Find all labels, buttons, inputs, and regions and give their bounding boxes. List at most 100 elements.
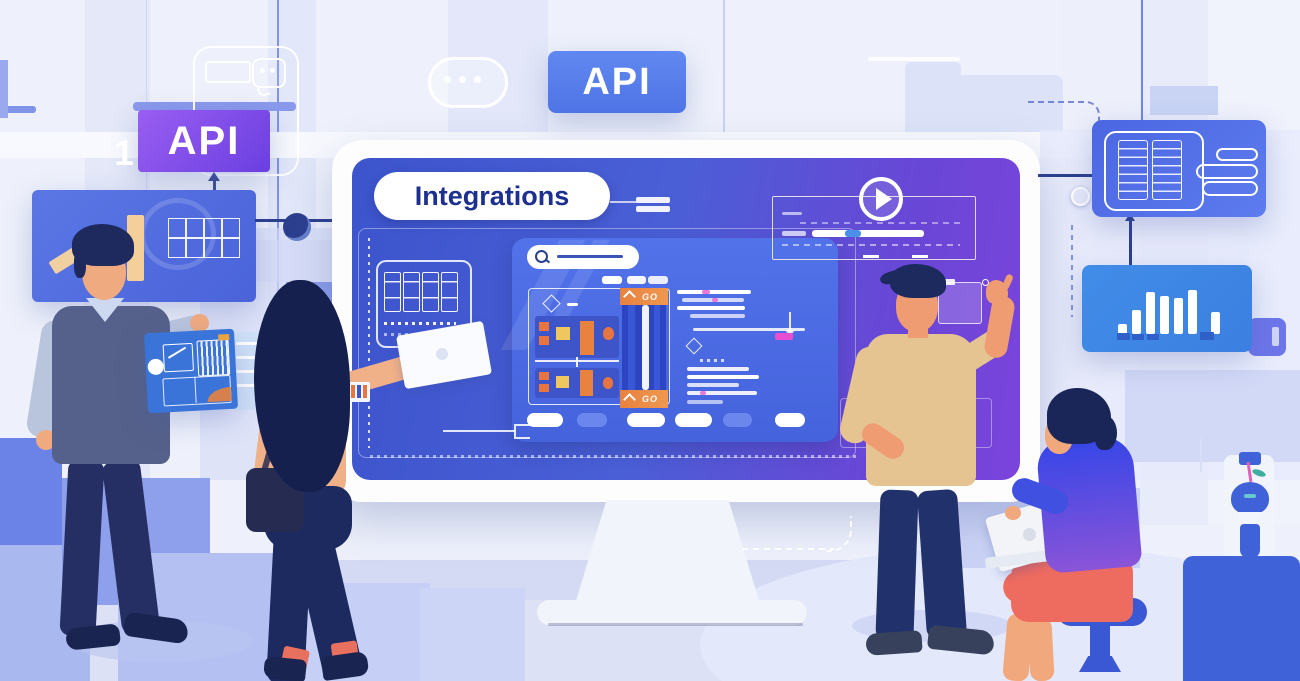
go-strip-top: GO <box>620 288 668 305</box>
connector-ring <box>1071 187 1090 206</box>
connector-vline <box>1129 215 1132 267</box>
integrations-title-pill[interactable]: Integrations <box>374 172 610 220</box>
search-query-line <box>557 255 623 258</box>
decor-block <box>1125 370 1300 462</box>
fork-connector <box>514 424 516 439</box>
table-cell <box>222 218 240 238</box>
go-column-slider[interactable] <box>642 305 649 390</box>
mini-bar-chart-icon <box>196 339 231 377</box>
mini-panel-line <box>236 356 258 359</box>
ghost-square <box>938 282 982 324</box>
play-button[interactable] <box>859 177 903 221</box>
right-man-shoe <box>865 630 923 656</box>
mini-panel-line <box>236 342 258 345</box>
ellipsis-dot <box>444 76 451 83</box>
person-sitting <box>984 388 1170 681</box>
orange-blob-icon <box>603 327 614 340</box>
decor-dash <box>863 255 879 258</box>
orange-blob-icon <box>603 377 613 389</box>
left-man-hand <box>36 430 56 450</box>
action-pill[interactable] <box>675 413 712 427</box>
chart-bar <box>1118 324 1127 334</box>
decor-bar <box>636 197 670 203</box>
list-pill-outline <box>1196 164 1258 179</box>
decor-dash <box>912 255 928 258</box>
panel-accent-bar <box>127 215 144 281</box>
left-man-hand <box>190 314 209 332</box>
stand-shadow <box>548 623 803 626</box>
left-man-leg <box>59 459 105 637</box>
woman-shoe <box>320 650 370 681</box>
left-man-shoe <box>122 611 190 645</box>
chat-bubble-dot <box>260 68 265 73</box>
sitting-leg-skin <box>1027 617 1055 681</box>
api-badge-purple: API <box>138 110 270 172</box>
connector-vline <box>789 312 791 332</box>
arrow-head-icon <box>208 172 220 181</box>
decor-line <box>1141 0 1143 122</box>
mini-white-dot <box>147 358 165 376</box>
search-icon <box>535 250 548 263</box>
action-pill[interactable] <box>775 413 805 427</box>
bar-base <box>1200 332 1214 340</box>
vase-mark <box>1244 494 1256 498</box>
table-cell <box>168 218 186 238</box>
held-dashboard-card <box>143 328 239 414</box>
kanban-column <box>441 272 458 312</box>
ellipsis-dot <box>459 76 466 83</box>
chart-handle-slot <box>1272 327 1279 346</box>
video-progress-track[interactable] <box>812 230 924 237</box>
video-progress-fill <box>845 230 861 237</box>
stool-base <box>1079 656 1121 672</box>
plant-cap <box>1239 452 1261 465</box>
bar-base <box>1132 334 1144 340</box>
kanban-column <box>384 272 401 312</box>
monitor-stand-base <box>537 600 807 625</box>
action-pill[interactable] <box>527 413 563 427</box>
dotted-row <box>370 455 856 458</box>
table-icon <box>1152 140 1182 200</box>
chat-bubble-dot <box>270 68 275 73</box>
chart-bar <box>1132 310 1141 334</box>
chart-bar <box>1160 296 1169 334</box>
woman-hair <box>254 280 350 492</box>
code-line <box>687 400 723 404</box>
action-pill[interactable] <box>723 413 752 427</box>
vase-stem <box>1240 524 1260 558</box>
tab-pill[interactable] <box>648 276 668 284</box>
sticker-bar <box>357 385 361 398</box>
kanban-column <box>422 272 439 312</box>
marker-one-label: 1 <box>114 134 134 173</box>
code-line <box>687 391 757 395</box>
orange-chip <box>539 384 549 392</box>
code-line <box>690 314 745 318</box>
bar-chart-icon <box>1118 288 1246 334</box>
ellipsis-dot <box>474 76 481 83</box>
dotted-row <box>700 359 726 362</box>
table-icon <box>168 218 240 258</box>
left-man-leg <box>101 458 161 635</box>
tab-pill[interactable] <box>602 276 622 284</box>
kanban-column <box>403 272 420 312</box>
tab-pill[interactable] <box>627 276 646 284</box>
decor-bar <box>0 106 36 113</box>
mini-panel-line <box>236 384 258 387</box>
action-pill[interactable] <box>577 413 607 427</box>
pink-highlight <box>775 333 793 340</box>
chevron-icon <box>623 290 636 303</box>
dashed-row <box>800 222 965 224</box>
right-man-leg <box>875 489 919 641</box>
yellow-chip <box>556 376 569 388</box>
dotted-row <box>384 322 456 325</box>
decor-bar <box>868 57 960 61</box>
code-line <box>687 367 749 371</box>
chart-handle <box>1248 318 1286 356</box>
chart-bar <box>1211 312 1220 334</box>
sitting-hair-back <box>1095 416 1117 450</box>
dotted-column <box>368 238 370 448</box>
bar-base <box>1147 334 1159 340</box>
fork-connector <box>443 430 515 432</box>
table-icon <box>1118 140 1148 200</box>
action-pill[interactable] <box>627 413 665 427</box>
